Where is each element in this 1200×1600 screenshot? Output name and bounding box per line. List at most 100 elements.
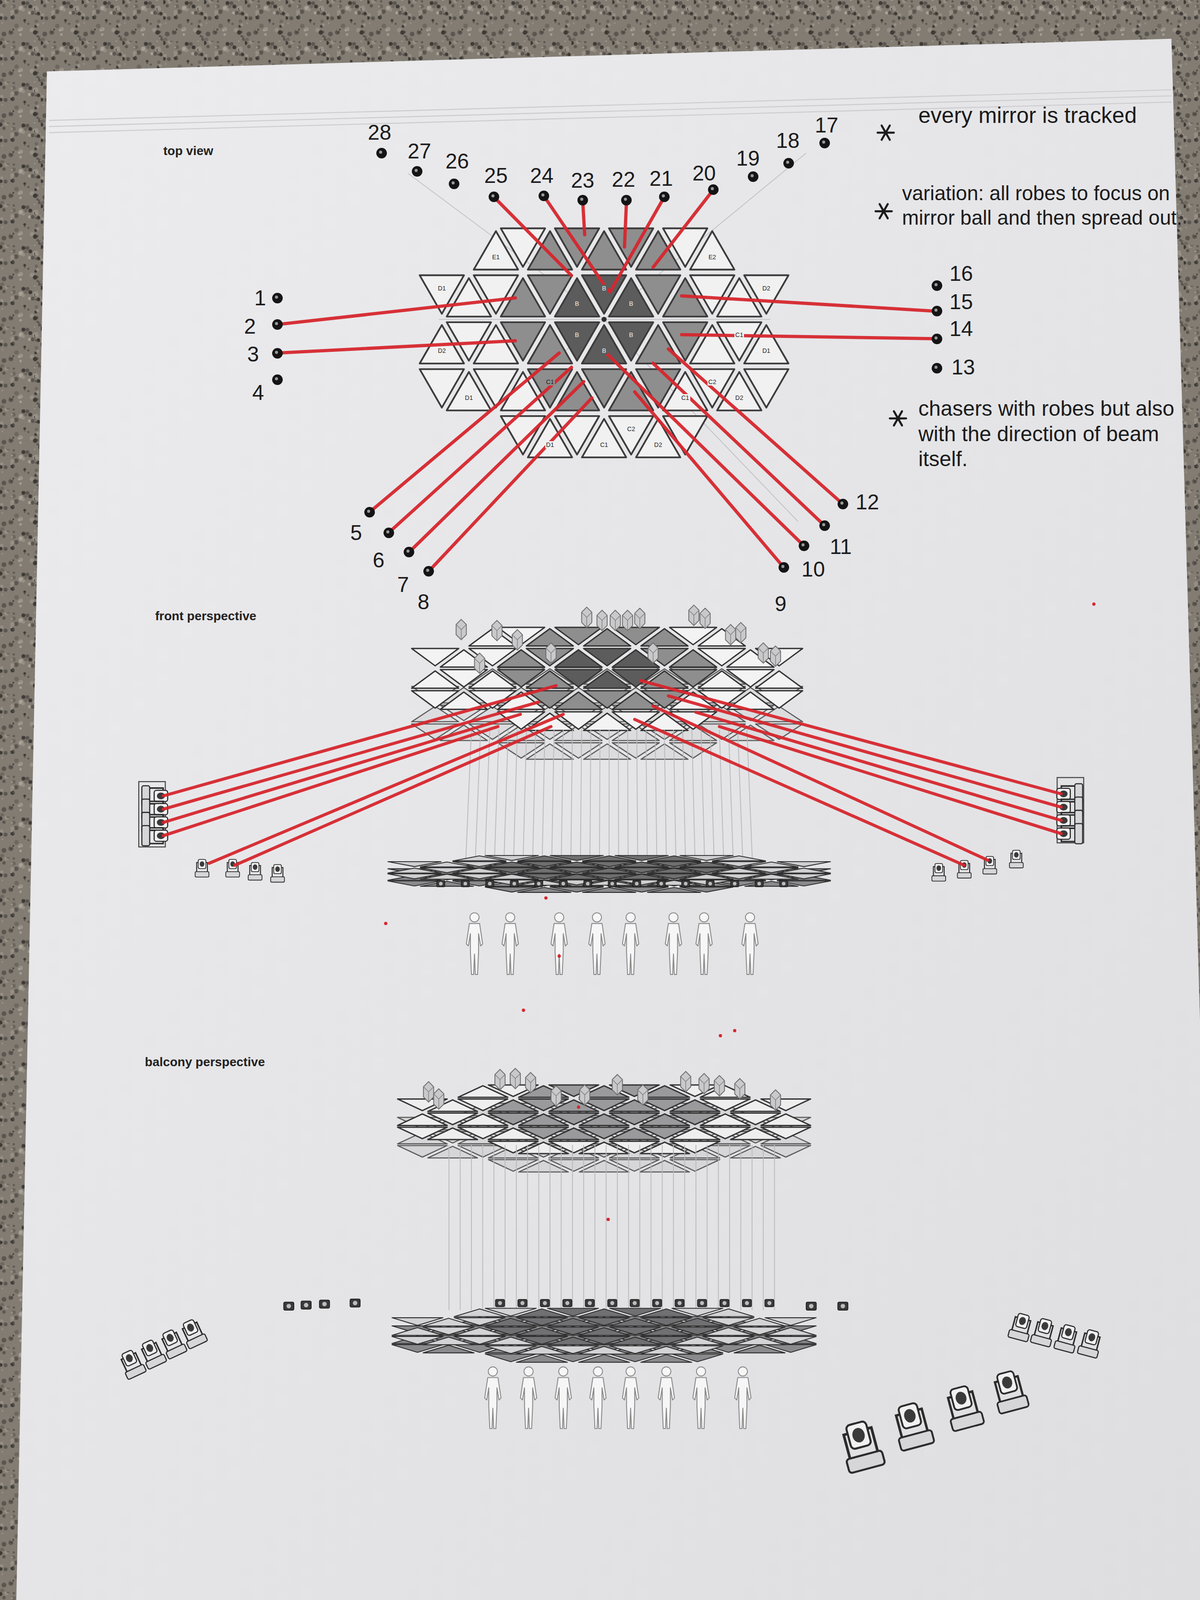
fixture-body: [485, 880, 494, 888]
crystal-facet: [579, 1089, 590, 1105]
callout-number: 26: [445, 150, 469, 172]
fixture-lens: [185, 1322, 196, 1333]
fixture-lens: [710, 187, 714, 191]
fixture-head: [949, 1385, 972, 1411]
fixture-dot: [383, 527, 395, 539]
fixture-lens: [699, 1300, 704, 1305]
hanging-cable: [589, 729, 591, 861]
person-head: [745, 912, 755, 922]
fixture-base: [1053, 1340, 1076, 1354]
fixture-dot-shape: [383, 527, 395, 539]
crystal-facet: [725, 629, 736, 646]
panel-code: C1: [545, 378, 556, 386]
moving-head-fixture: [178, 1317, 208, 1350]
fixture-lens: [520, 1300, 525, 1305]
fixture-head: [162, 1329, 179, 1346]
crystal: [545, 642, 556, 664]
fixture-dot: [931, 333, 943, 345]
fixture-head: [251, 862, 259, 872]
fixture-base: [248, 874, 263, 880]
mirror-panel: [680, 887, 734, 892]
person-head: [696, 1366, 706, 1376]
fixture-position: 23: [576, 194, 589, 206]
fixture-position: 16: [931, 279, 943, 292]
fixture-dot-shape: [448, 178, 460, 190]
fixture-head: [1061, 1324, 1076, 1341]
crystal-facet: [699, 613, 710, 629]
hanging-cable: [504, 1144, 506, 1310]
crystal-facet: [512, 634, 523, 650]
panel-code: D2: [653, 441, 664, 449]
light-beam: [634, 719, 965, 866]
person-figure: [551, 912, 568, 975]
fixture-body: [720, 1299, 730, 1307]
fixture-body: [630, 1299, 640, 1307]
bullet-asterisk: [889, 411, 907, 426]
small-fixture: [534, 880, 543, 888]
mirror-panel: [755, 671, 803, 689]
fixture-base: [949, 1411, 984, 1432]
crystal: [525, 1072, 536, 1093]
callout-number: 14: [949, 318, 973, 340]
fixture-lens: [541, 193, 545, 197]
light-beam: [610, 196, 665, 292]
section-title: top view: [163, 144, 214, 158]
light-beam: [681, 295, 937, 312]
crystal-facet: [634, 613, 645, 629]
panel-code: B: [600, 347, 608, 355]
person-head: [469, 912, 480, 922]
fixture-position: 8: [422, 565, 435, 577]
fixture-dot: [423, 565, 434, 577]
panel-code: B: [574, 300, 581, 308]
fixture-body: [607, 1299, 617, 1307]
small-fixture: [319, 1299, 330, 1308]
callout-number: 10: [801, 558, 826, 580]
hanging-cable: [650, 1144, 652, 1310]
callout-number: 12: [855, 491, 879, 513]
fixture-base: [225, 871, 240, 877]
crystal: [581, 607, 592, 628]
fixture-dot: [931, 362, 943, 374]
section-title: front perspective: [155, 609, 257, 624]
person-body: [741, 923, 758, 975]
small-fixture: [632, 880, 641, 888]
mirror-panel: [760, 1127, 811, 1139]
small-fixture: [562, 1299, 572, 1307]
fixture-position: 14: [931, 333, 943, 345]
hanging-cable: [470, 1144, 472, 1310]
hanging-cable: [538, 1144, 540, 1310]
callout-number: 7: [396, 574, 409, 596]
light-beam: [653, 189, 714, 268]
fixture-lens: [934, 336, 937, 340]
hanging-cable: [459, 1144, 461, 1310]
callout-number: 5: [350, 522, 362, 544]
hanging-cable: [504, 729, 509, 861]
callout-number: 25: [484, 165, 508, 187]
fixture-lens: [352, 1300, 358, 1306]
callout-number: 23: [570, 169, 595, 192]
hanging-cable: [628, 1144, 630, 1310]
hanging-cable: [572, 1144, 574, 1310]
fixture-dot-shape: [411, 165, 423, 178]
fixture-lens: [1014, 852, 1020, 858]
fixture-base: [195, 871, 210, 877]
fixture-lens: [659, 881, 663, 886]
crystal-facet: [637, 1089, 648, 1105]
fixture-position: 9: [778, 561, 790, 574]
fixture-position: 11: [818, 519, 831, 532]
small-fixture: [583, 880, 592, 888]
hanging-cable: [774, 1144, 776, 1310]
fixture-lens: [1087, 1332, 1097, 1343]
crystal: [725, 624, 736, 646]
person-head: [625, 1366, 636, 1376]
red-ink-dot: [557, 954, 562, 958]
hanging-cable: [695, 1144, 697, 1310]
light-beam: [668, 348, 843, 504]
fixture-head: [141, 1339, 158, 1356]
small-fixture: [681, 880, 690, 888]
crystal-facet: [610, 615, 621, 631]
fixture-position: 10: [798, 540, 810, 552]
fixture-lens: [801, 543, 805, 547]
mirror-panel: [669, 711, 717, 730]
crystal: [423, 1081, 434, 1103]
